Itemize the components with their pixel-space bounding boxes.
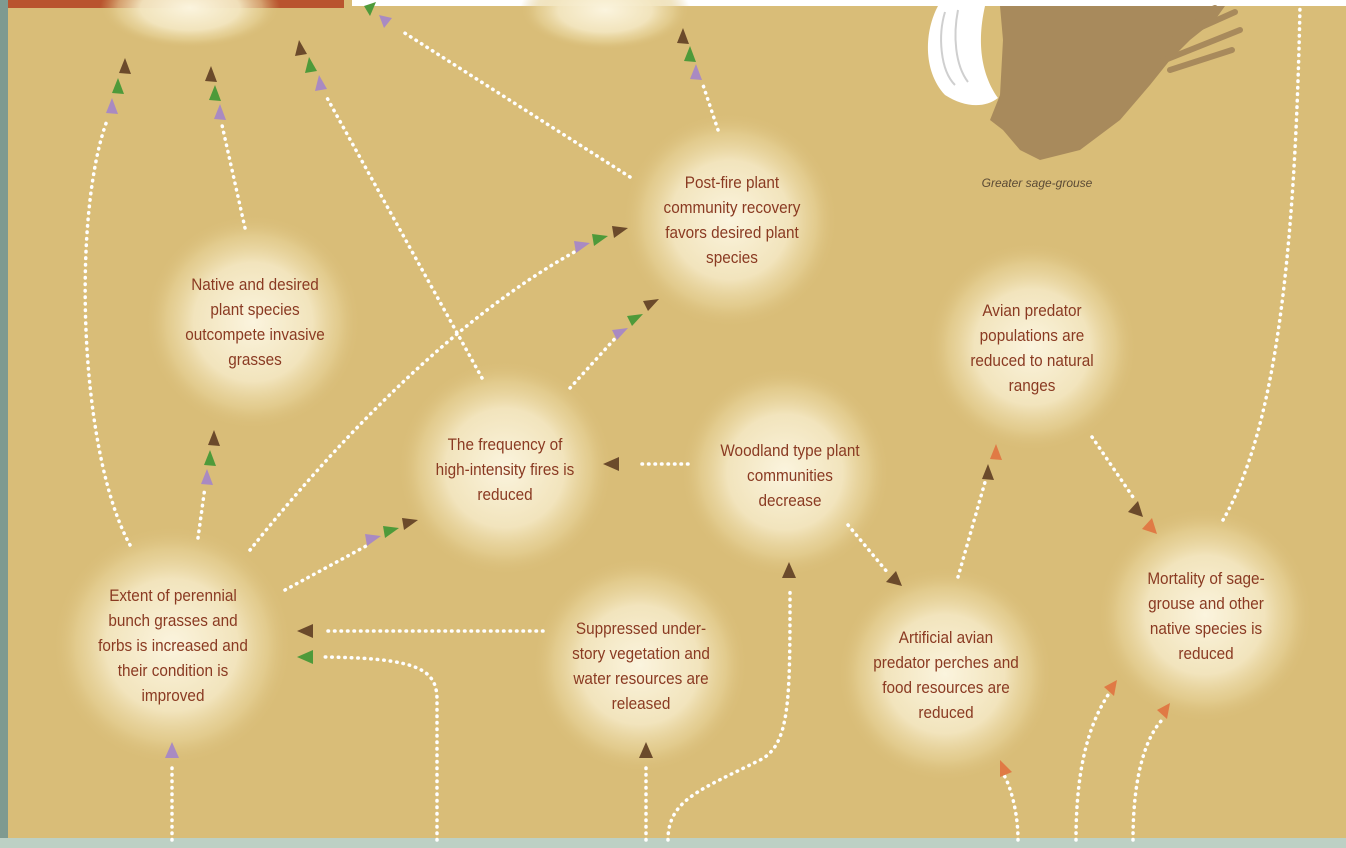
node-avian-predator-populations: Avian predator populations are reduced t… — [970, 301, 1094, 395]
sage-grouse-illustration — [927, 5, 1243, 160]
node-glow-understory-released — [532, 557, 748, 773]
node-glow-native-outcompete — [145, 214, 361, 430]
node-fire-frequency: The frequency of high-intensity fires is… — [435, 435, 575, 504]
node-glow-top-center — [520, 0, 690, 50]
connectors — [83, 4, 1302, 842]
node-glow-fire-frequency — [397, 360, 613, 576]
node-glow-perennial-grasses — [52, 525, 292, 765]
node-glow-post-fire-recovery — [622, 112, 838, 328]
node-glow-top-left — [100, 0, 280, 48]
top-white-band — [352, 0, 1346, 6]
node-mortality-reduced: Mortality of sage-grouse and other nativ… — [1147, 569, 1265, 663]
arrowheads — [106, 2, 1170, 777]
node-perches-reduced: Artificial avian predator perches and fo… — [873, 628, 1019, 722]
node-glow-mortality-reduced — [1097, 507, 1313, 723]
node-native-outcompete: Native and desired plant species outcomp… — [185, 275, 325, 369]
node-perennial-grasses: Extent of perennial bunch grasses and fo… — [98, 586, 248, 705]
node-glow-woodland-decrease — [680, 367, 890, 577]
node-glow-avian-predator-populations — [927, 242, 1137, 452]
node-understory-released: Suppressed under-story vegetation and wa… — [572, 619, 710, 713]
node-glow-perches-reduced — [837, 566, 1053, 782]
node-post-fire-recovery: Post-fire plant community recovery favor… — [663, 173, 801, 267]
bottom-band — [0, 838, 1346, 848]
node-woodland-decrease: Woodland type plant communities decrease — [720, 441, 860, 510]
sage-grouse-caption: Greater sage-grouse — [981, 176, 1093, 190]
